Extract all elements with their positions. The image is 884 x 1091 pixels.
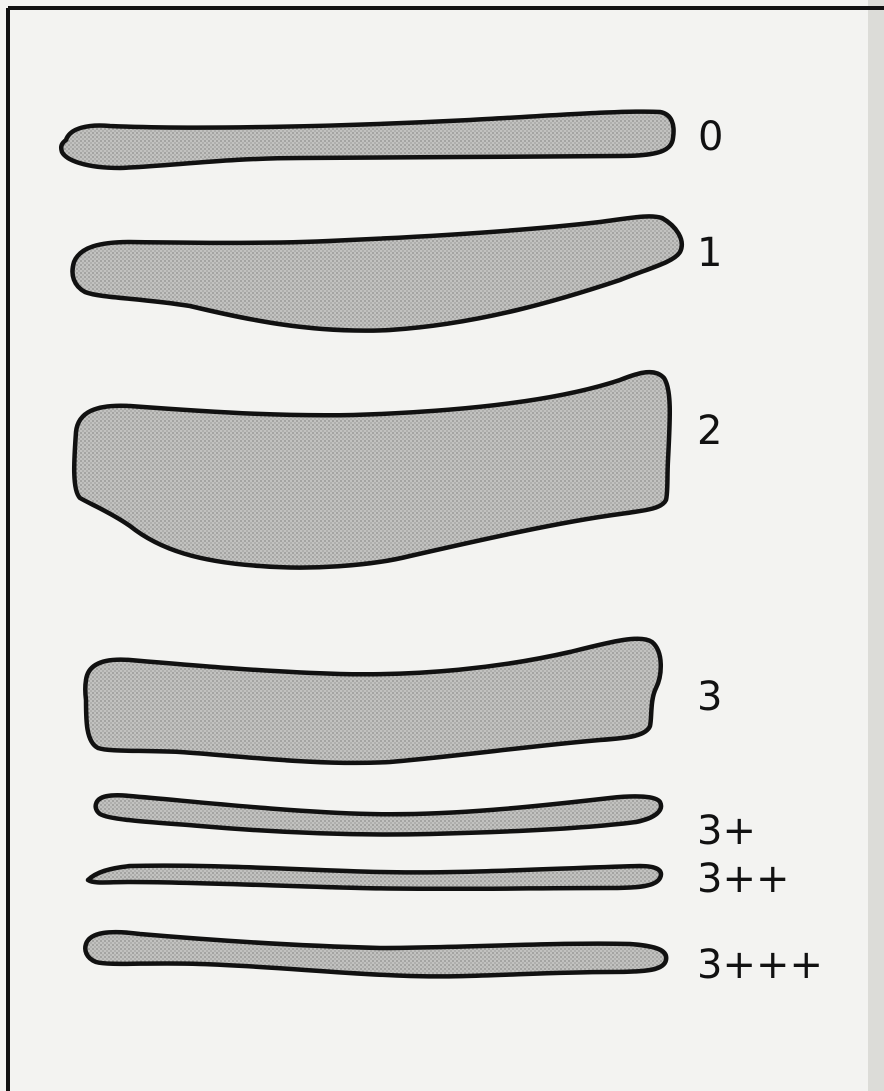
band-grade-0: [61, 112, 673, 168]
band-label-1: 1: [697, 230, 722, 276]
band-label-3-plus-plus-plus: 3+++: [697, 942, 823, 988]
band-grade-3-plus-plus-plus: [85, 932, 666, 976]
band-label-3-plus: 3+: [697, 808, 756, 854]
band-grade-3-plus: [96, 795, 661, 834]
band-label-0: 0: [698, 114, 723, 160]
band-label-3-plus-plus: 3++: [697, 856, 789, 902]
band-label-3: 3: [697, 674, 722, 720]
band-grade-2: [74, 372, 670, 567]
band-label-2: 2: [697, 408, 722, 454]
paper-edge-shade: [868, 0, 884, 1091]
band-grade-3: [85, 639, 661, 763]
band-grade-3-plus-plus: [88, 866, 661, 889]
band-grade-1: [72, 216, 681, 330]
